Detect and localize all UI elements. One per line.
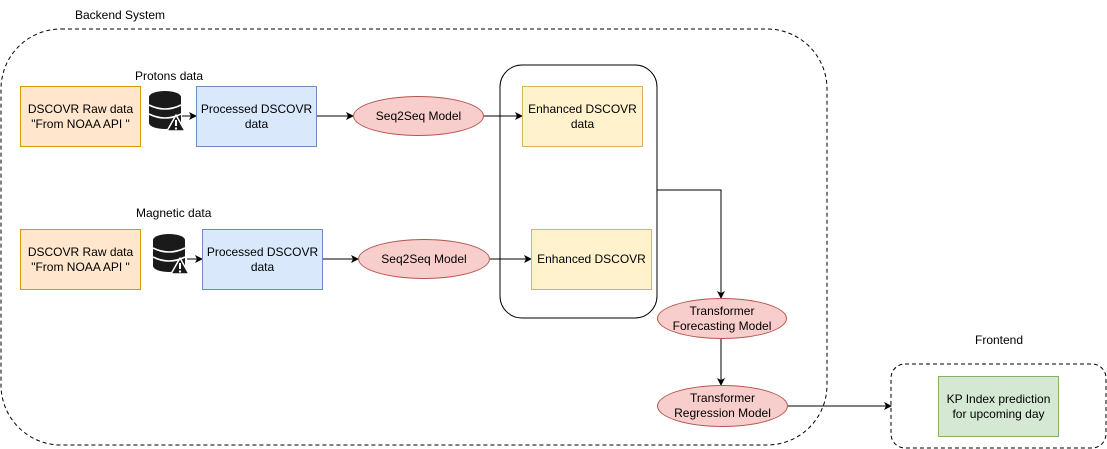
protons-data-label: Protons data xyxy=(135,69,204,83)
magnetic-raw-line1: DSCOVR Raw data xyxy=(27,244,134,259)
transformer-regression-model: Transformer Regression Model xyxy=(657,385,788,427)
protons-enhanced-line2: data xyxy=(570,116,595,131)
frontend-group-border xyxy=(890,363,1107,449)
protons-enhanced-data-box: Enhanced DSCOVR data xyxy=(522,86,643,147)
forecasting-line2: Forecasting Model xyxy=(672,318,772,333)
magnetic-raw-data-box: DSCOVR Raw data "From NOAA API " xyxy=(20,229,141,290)
protons-processed-data-box: Processed DSCOVR data xyxy=(196,86,317,147)
protons-processed-line1: Processed DSCOVR xyxy=(200,101,313,116)
magnetic-data-label: Magnetic data xyxy=(136,206,212,220)
magnetic-seq2seq-model: Seq2Seq Model xyxy=(358,239,490,279)
magnetic-enhanced-label: Enhanced DSCOVR xyxy=(537,252,646,266)
backend-title: Backend System xyxy=(75,8,166,22)
magnetic-enhanced-data-box: Enhanced DSCOVR xyxy=(531,229,652,290)
magnetic-processed-data-box: Processed DSCOVR data xyxy=(202,229,323,290)
protons-raw-data-box: DSCOVR Raw data "From NOAA API " xyxy=(20,86,141,147)
regression-line2: Regression Model xyxy=(674,406,771,420)
protons-seq2seq-model: Seq2Seq Model xyxy=(353,96,484,136)
magnetic-processed-line1: Processed DSCOVR xyxy=(206,244,319,259)
regression-line1: Transformer xyxy=(690,391,755,405)
protons-raw-line2: "From NOAA API " xyxy=(31,116,130,131)
kp-index-prediction-box: KP Index prediction for upcoming day xyxy=(938,376,1059,437)
backend-group-border xyxy=(0,28,828,446)
protons-raw-line1: DSCOVR Raw data xyxy=(27,101,134,116)
transformer-forecasting-model: Transformer Forecasting Model xyxy=(657,298,787,339)
magnetic-model-label: Seq2Seq Model xyxy=(381,251,467,266)
protons-model-label: Seq2Seq Model xyxy=(375,108,462,123)
kp-line2: for upcoming day xyxy=(952,406,1045,421)
protons-processed-line2: data xyxy=(244,116,269,131)
enhanced-group-border xyxy=(499,64,658,319)
arrow-enhanced-to-forecasting xyxy=(657,189,725,299)
magnetic-processed-line2: data xyxy=(250,259,275,274)
forecasting-line1: Transformer xyxy=(689,303,755,318)
magnetic-raw-line2: "From NOAA API " xyxy=(31,259,130,274)
frontend-title: Frontend xyxy=(975,333,1024,347)
kp-line1: KP Index prediction xyxy=(946,391,1051,406)
protons-enhanced-line1: Enhanced DSCOVR xyxy=(528,101,637,116)
